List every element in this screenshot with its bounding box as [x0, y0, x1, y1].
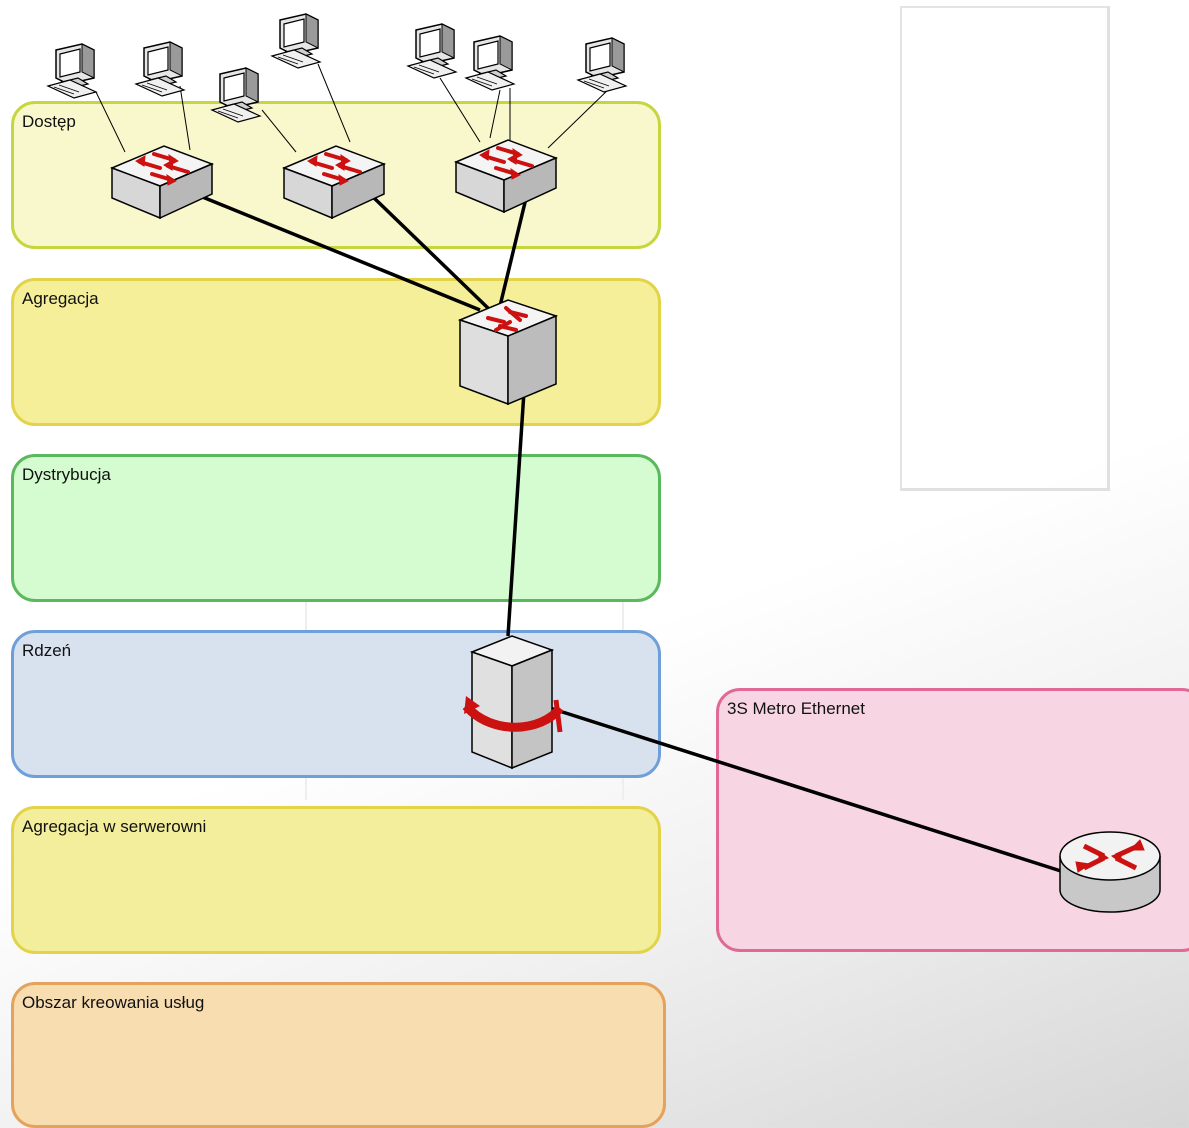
zone-label: Agregacja: [22, 289, 99, 308]
background-frame: [900, 6, 1110, 491]
core-switch-icon: [464, 636, 560, 768]
zone-label: Agregacja w serwerowni: [22, 817, 207, 836]
zone-label: Obszar kreowania usług: [22, 993, 205, 1012]
zone-label: 3S Metro Ethernet: [727, 699, 865, 718]
computer-icon: [47, 43, 97, 99]
zone-obszar-kreowania: Obszar kreowania usług: [11, 982, 666, 1128]
backbone-links: [199, 189, 1065, 874]
zone-label: Rdzeń: [22, 641, 72, 660]
switch-icon: [110, 144, 214, 220]
switch-icon: [282, 144, 386, 220]
zone-dystrybucja: Dystrybucja: [11, 454, 661, 602]
zone-agregacja-serwerownia: Agregacja w serwerowni: [11, 806, 661, 954]
zone-label: Dystrybucja: [22, 465, 111, 484]
computer-icon: [465, 35, 515, 91]
router-icon: [1060, 832, 1160, 912]
zone-agregacja: Agregacja: [11, 278, 661, 426]
computer-icon: [407, 23, 457, 79]
computer-icon: [211, 67, 261, 123]
switch-icon: [454, 138, 558, 214]
layer3-switch-icon: [458, 298, 558, 406]
computer-icon: [135, 41, 185, 97]
zone-rdzen: Rdzeń: [11, 630, 661, 778]
computer-icon: [577, 37, 627, 93]
computer-icon: [271, 13, 321, 69]
pc-links: [95, 63, 613, 153]
zone-label: Dostęp: [22, 112, 76, 131]
